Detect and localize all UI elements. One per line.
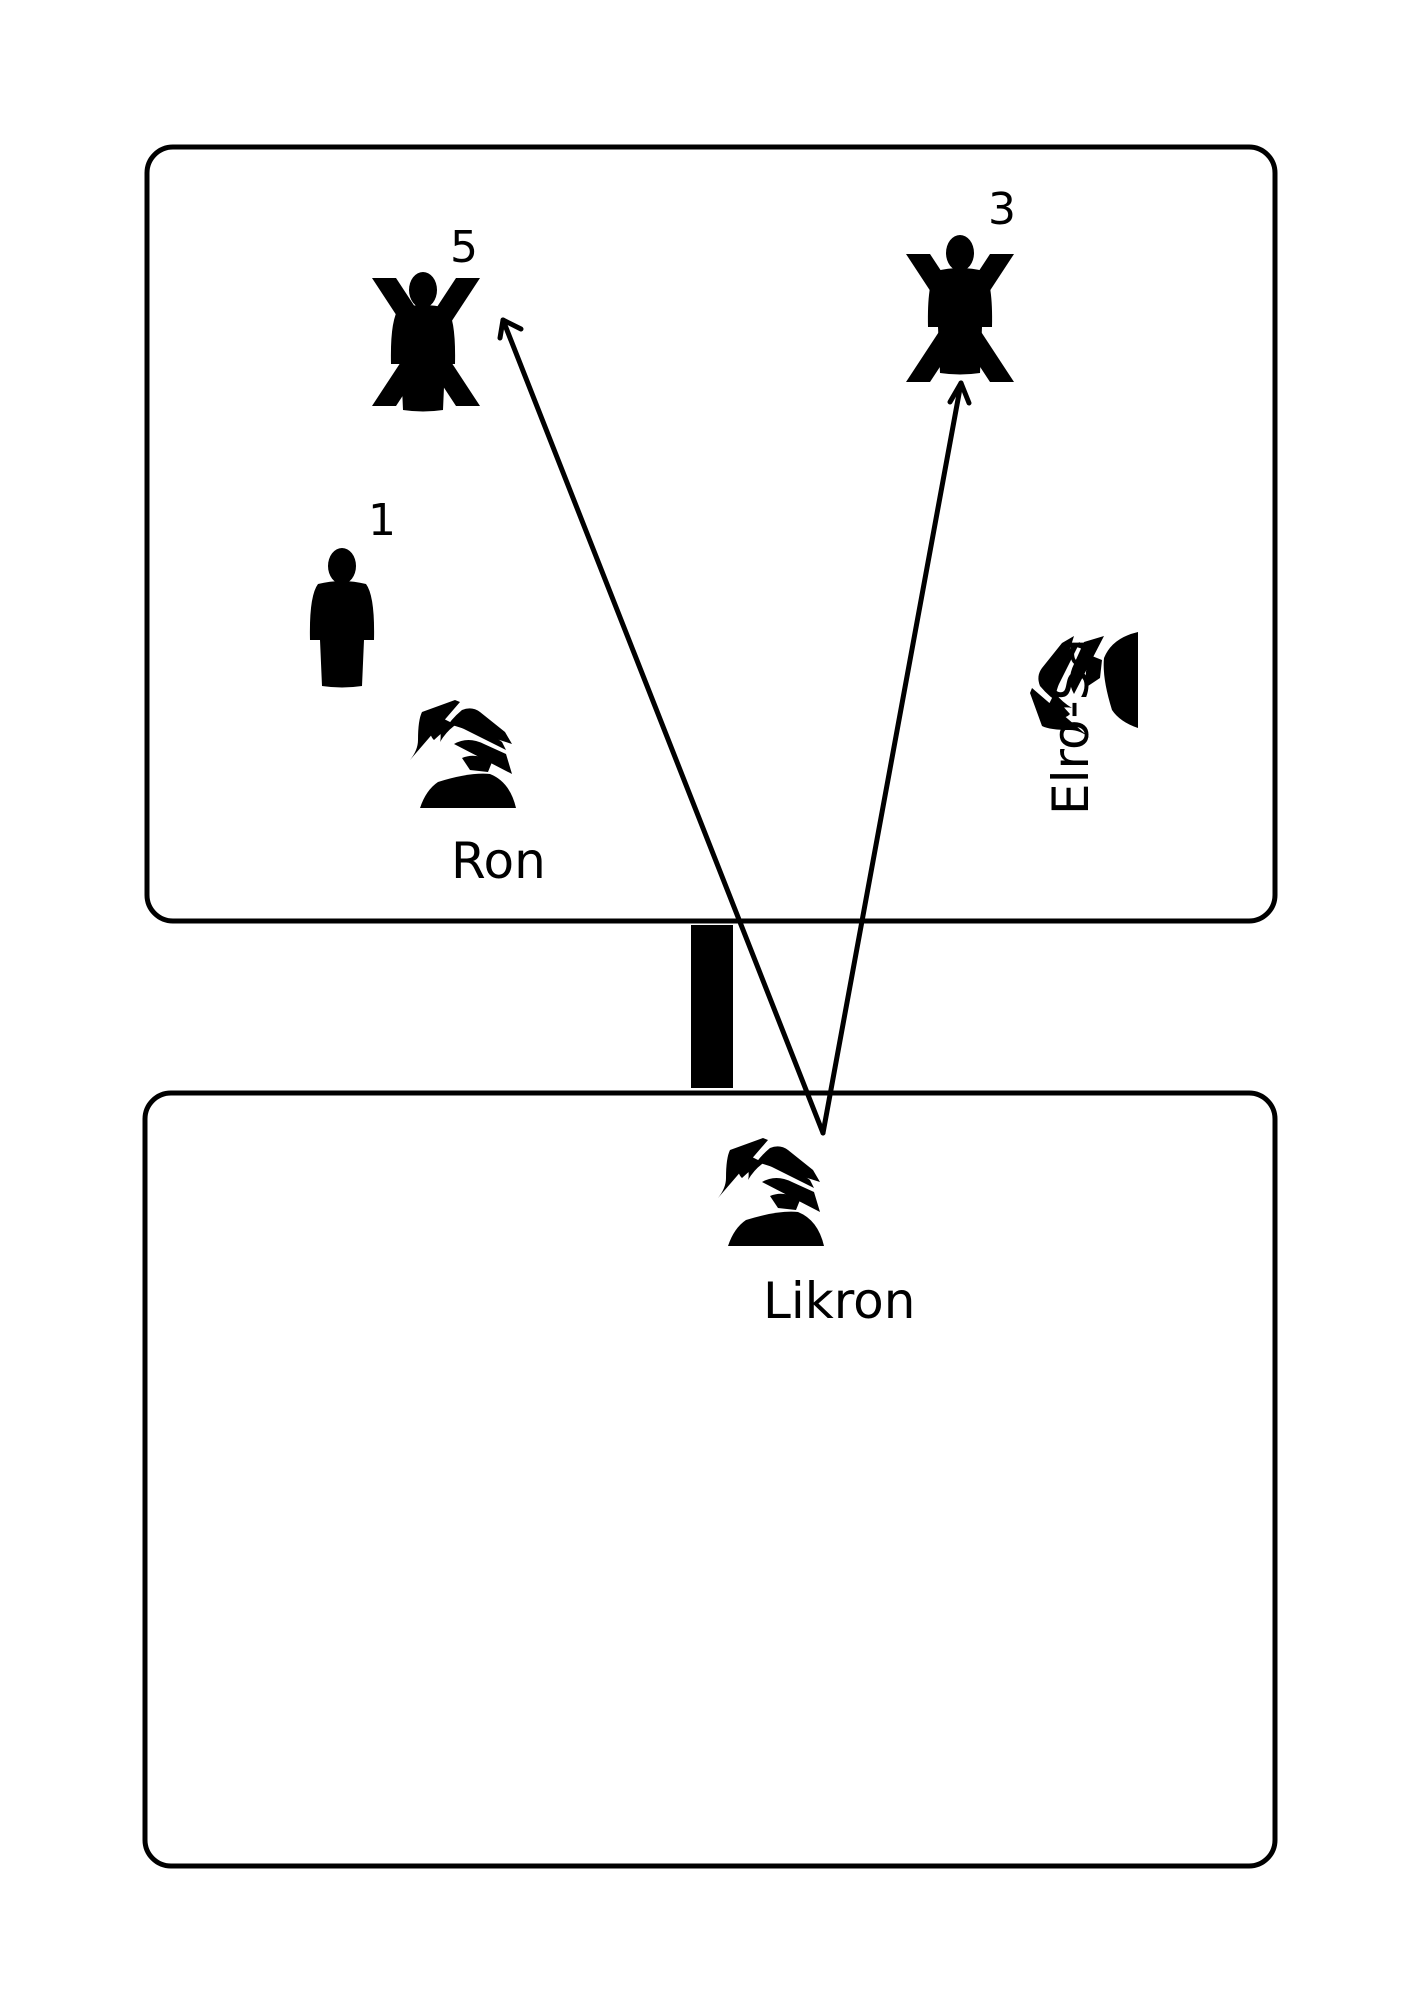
creature-label: Elro-Sa: [1042, 638, 1100, 815]
person-1: 1: [309, 495, 396, 688]
claw-creature-icon: [718, 1138, 824, 1246]
creature-likron: Likron: [718, 1138, 915, 1330]
room-connector: [691, 925, 733, 1088]
lower-room: [142, 1090, 1278, 1869]
person-number: 1: [368, 495, 396, 546]
person-icon: [309, 548, 375, 688]
person-number: 3: [988, 184, 1016, 235]
creature-ron: Ron: [410, 700, 546, 890]
creature-elro-sa: Elro-Sa: [1030, 632, 1138, 815]
creature-label: Likron: [763, 1272, 915, 1330]
claw-creature-icon: [410, 700, 516, 808]
attack-arrow-to-person-5: [497, 317, 826, 1136]
upper-room: [144, 144, 1278, 924]
attack-arrow-to-person-3: [820, 380, 972, 1136]
creature-label: Ron: [451, 832, 546, 890]
person-number: 5: [450, 222, 478, 273]
person-3: 3: [906, 184, 1016, 382]
person-5: 5: [372, 222, 480, 412]
